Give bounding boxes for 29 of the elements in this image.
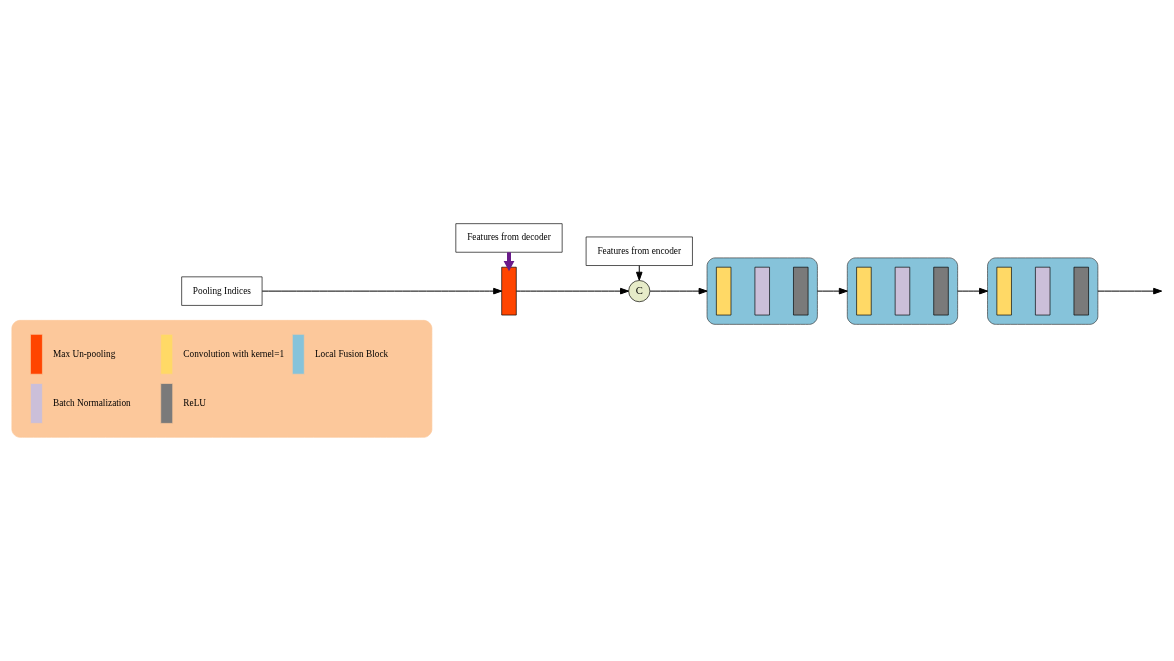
arrow (261, 287, 503, 295)
cluster (987, 257, 1099, 325)
arrow (636, 265, 643, 281)
node-box: Pooling Indices (181, 276, 263, 306)
arrow (1097, 287, 1163, 295)
arrow (649, 287, 708, 295)
node-bar (501, 266, 517, 316)
arrow (816, 287, 848, 295)
legend-label: Batch Normalization (53, 397, 131, 408)
legend-label: ReLU (183, 397, 207, 408)
node-bar (996, 266, 1012, 316)
node-bar (1035, 266, 1051, 316)
arrow (515, 287, 629, 295)
legend-label: Local Fusion Block (314, 348, 389, 359)
arrow (957, 287, 989, 295)
legend-label: Max Un-pooling (53, 348, 116, 359)
cluster (846, 257, 958, 325)
node-box: Features from decoder (455, 223, 563, 253)
node-circle: C (628, 280, 651, 303)
node-bar (856, 266, 872, 316)
node-bar (933, 266, 949, 316)
node-bar (894, 266, 911, 316)
node-bar (716, 266, 732, 316)
node-bar (793, 266, 809, 316)
node-bar (754, 266, 770, 316)
legend-label: Convolution with kernel=1 (183, 348, 285, 359)
node-box: Features from encoder (585, 236, 693, 266)
node-bar (1073, 266, 1089, 316)
cluster (706, 257, 818, 325)
